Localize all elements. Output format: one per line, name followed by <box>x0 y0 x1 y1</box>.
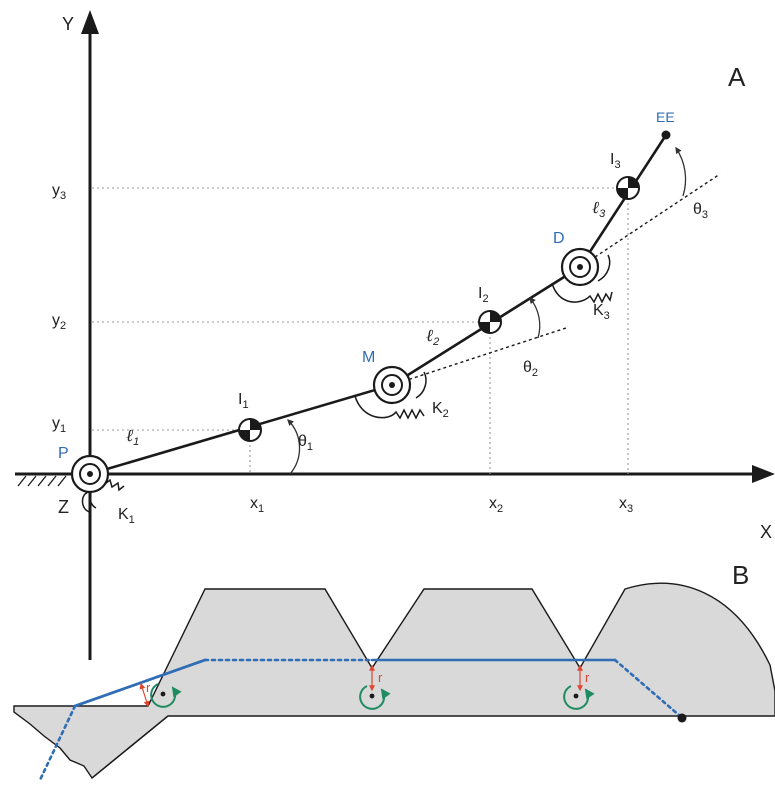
spring-k2 <box>354 371 427 420</box>
limb-outline-lower <box>91 715 169 779</box>
com-symbol-3 <box>616 176 640 200</box>
x-tick-labels: x1 x2 x3 <box>250 495 633 515</box>
x3-label: x3 <box>619 495 633 515</box>
inertia-label-3: I3 <box>610 151 621 171</box>
spring-k3 <box>551 254 613 304</box>
angle-label-theta1: θ1 <box>298 433 313 453</box>
z-axis-label: Z <box>58 497 69 517</box>
rotation-symbol-3 <box>563 685 595 710</box>
blue-dotted-path <box>38 658 682 782</box>
joint-m <box>372 365 412 405</box>
panel-b: B r r r <box>13 560 775 782</box>
spring-label-k3: K3 <box>593 302 610 322</box>
y-tick-labels: y1 y2 y3 <box>52 182 66 435</box>
x-axis-label: X <box>760 522 772 542</box>
rotation-symbol-1 <box>150 683 182 708</box>
radius-label-1: r <box>146 680 151 695</box>
inertia-label-2: I2 <box>478 285 489 305</box>
limb-shape <box>13 582 775 780</box>
panel-b-label: B <box>732 560 749 590</box>
radius-label-2: r <box>378 670 383 685</box>
y-axis-arrowhead <box>81 10 99 34</box>
joint-label-d: D <box>553 230 565 247</box>
x1-label: x1 <box>250 495 264 515</box>
limb-end-point <box>677 713 687 723</box>
end-effector-point <box>661 130 671 140</box>
length-label-3: ℓ3 <box>592 198 606 220</box>
joint-label-m: M <box>362 349 375 366</box>
x-axis-arrowhead <box>752 465 775 483</box>
links <box>88 133 668 476</box>
spring-label-k1: K1 <box>118 506 135 526</box>
rotation-symbol-2 <box>359 685 391 710</box>
joint-p <box>70 454 110 494</box>
y-axis-label: Y <box>62 14 74 34</box>
angle-label-theta2: θ2 <box>523 359 538 379</box>
end-effector-label: EE <box>656 109 675 125</box>
panel-a-label: A <box>728 62 746 92</box>
angle-arcs <box>287 146 687 475</box>
y1-label: y1 <box>52 415 66 435</box>
inertia-label-1: I1 <box>238 391 249 411</box>
panel-a: Y X Z A y1 y2 y3 x1 x2 x3 <box>15 10 775 660</box>
angle-arc-theta3 <box>675 146 687 197</box>
com-symbol-2 <box>478 310 502 334</box>
x2-label: x2 <box>489 495 503 515</box>
length-label-1: ℓ1 <box>126 426 139 448</box>
radius-label-3: r <box>585 670 590 685</box>
angle-reference-lines <box>391 173 721 386</box>
guide-lines <box>92 187 629 474</box>
joint-label-p: P <box>58 445 69 462</box>
y2-label: y2 <box>52 312 66 332</box>
y3-label: y3 <box>52 182 66 202</box>
spring-label-k2: K2 <box>432 400 449 420</box>
joint-d <box>560 247 600 287</box>
angle-arc-theta2 <box>529 296 541 339</box>
angle-arc-theta1 <box>287 419 301 475</box>
com-symbol-1 <box>238 418 262 442</box>
length-label-2: ℓ2 <box>426 326 439 348</box>
radius-arrows <box>139 664 583 708</box>
link-3 <box>578 133 668 269</box>
angle-label-theta3: θ3 <box>693 201 708 221</box>
ground-hatch <box>17 475 67 487</box>
